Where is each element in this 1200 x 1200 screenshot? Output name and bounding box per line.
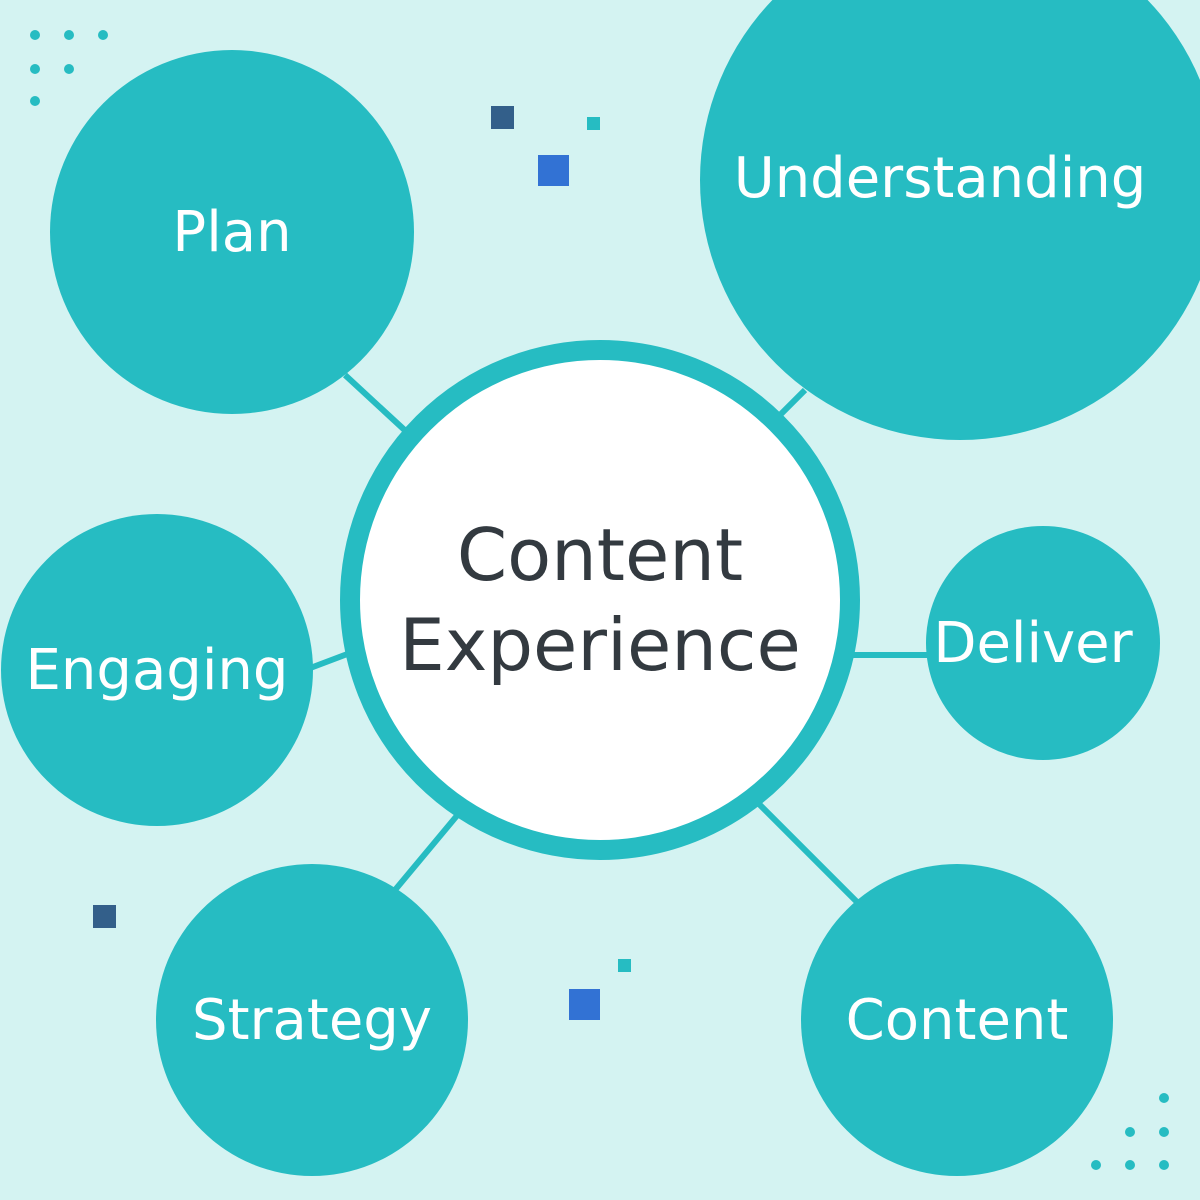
decor-dot	[1125, 1127, 1135, 1137]
node-label: Plan	[172, 199, 292, 265]
decor-dot	[64, 64, 74, 74]
decor-dot	[1159, 1093, 1169, 1103]
node-label: Understanding	[733, 146, 1147, 211]
node-label: Content	[845, 987, 1069, 1053]
center-label-line1: Content	[456, 513, 744, 597]
decor-square	[491, 106, 514, 129]
center-node-content-experience: Content Experience	[340, 340, 860, 860]
node-deliver: Deliver	[926, 526, 1160, 760]
decor-dot	[1159, 1127, 1169, 1137]
decor-dot	[64, 30, 74, 40]
node-understanding: Understanding	[700, 0, 1200, 440]
center-label-line2: Experience	[399, 603, 801, 687]
node-engaging: Engaging	[1, 514, 313, 826]
decor-dot	[1159, 1160, 1169, 1170]
decor-square	[569, 989, 600, 1020]
decor-dot	[30, 30, 40, 40]
connector-understanding	[775, 387, 808, 420]
node-label: Deliver	[933, 610, 1133, 676]
connector-strategy	[392, 810, 463, 892]
node-strategy: Strategy	[156, 864, 468, 1176]
decor-square	[93, 905, 116, 928]
connector-plan	[342, 372, 413, 438]
node-label: Engaging	[25, 637, 289, 703]
decor-dot	[98, 30, 108, 40]
decor-square	[618, 959, 631, 972]
decor-dot	[1091, 1160, 1101, 1170]
decor-dot	[30, 64, 40, 74]
node-content: Content	[801, 864, 1113, 1176]
decor-dot	[1125, 1160, 1135, 1170]
decor-square	[538, 155, 569, 186]
node-label: Strategy	[192, 987, 432, 1053]
decor-square	[587, 117, 600, 130]
node-plan: Plan	[50, 50, 414, 414]
connector-content	[755, 800, 861, 906]
decor-dot	[30, 96, 40, 106]
